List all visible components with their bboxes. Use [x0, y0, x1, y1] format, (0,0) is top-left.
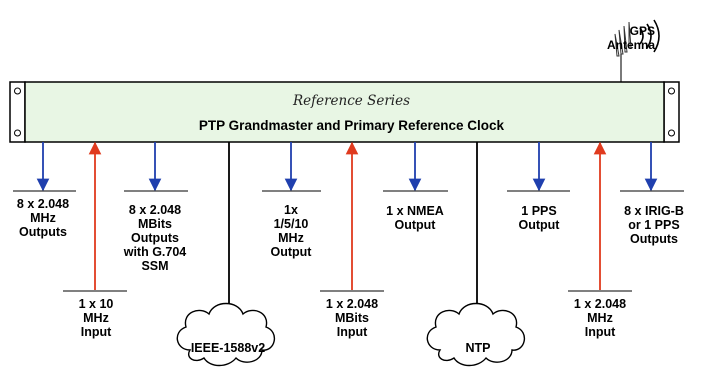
product-series-title: Reference Series: [292, 93, 411, 109]
output-label-nmea: 1 x NMEA Output: [386, 204, 444, 232]
input-label-2048mhz: 1 x 2.048 MHz Input: [573, 297, 627, 339]
network-lines: [228, 142, 478, 318]
gps-antenna-icon: [614, 19, 660, 82]
rack-chassis: [9, 81, 680, 143]
output-label-1-5-10mhz: 1x 1/5/10 MHz Output: [270, 203, 312, 259]
network-label-ieee: IEEE-1588v2: [190, 341, 266, 355]
input-arrows: [88, 141, 607, 290]
output-label-2048mhz: 8 x 2.048 MHz Outputs: [16, 197, 70, 239]
input-label-2048mbits: 1 x 2.048 MBits Input: [325, 297, 379, 339]
network-label-ntp: NTP: [465, 341, 491, 355]
output-label-2048mbits: 8 x 2.048 MBits Outputs with G.704 SSM: [123, 203, 187, 273]
output-label-pps: 1 PPS Output: [518, 204, 560, 232]
output-arrows: [36, 142, 658, 192]
output-label-irigb: 8 x IRIG-B or 1 PPS Outputs: [624, 204, 684, 246]
ntp-cloud-icon: [426, 302, 526, 367]
input-label-10mhz: 1 x 10 MHz Input: [78, 297, 114, 339]
antenna-label: GPS Antenna: [607, 24, 655, 52]
ieee-cloud-icon: [176, 302, 276, 367]
product-title: PTP Grandmaster and Primary Reference Cl…: [198, 118, 505, 133]
